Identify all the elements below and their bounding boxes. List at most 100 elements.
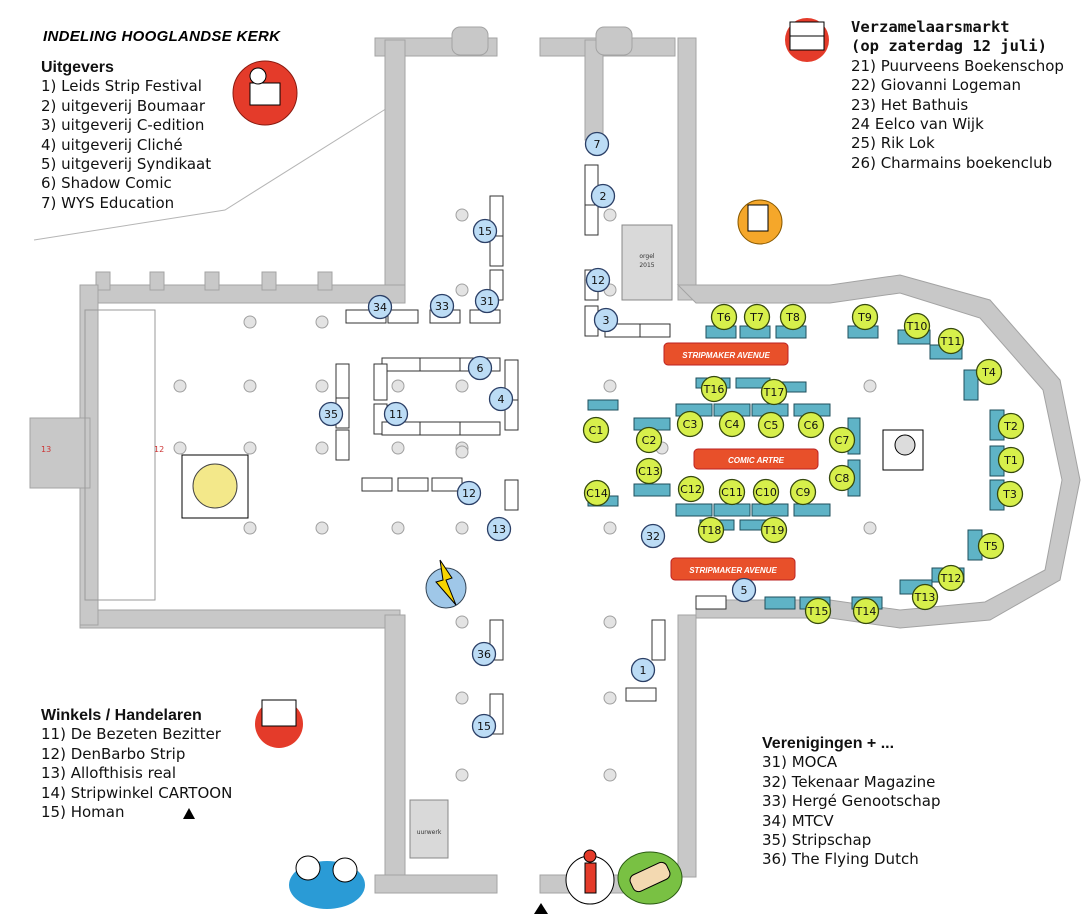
- kids-group-icon: [181, 454, 249, 519]
- legend-item: 32) Tekenaar Magazine: [762, 772, 936, 791]
- svg-text:36: 36: [477, 648, 491, 661]
- table-marker: T15: [804, 597, 832, 625]
- legend-item: 15) Homan: [41, 803, 125, 822]
- svg-text:orgel: orgel: [639, 253, 655, 260]
- table-marker: C12: [677, 475, 705, 503]
- svg-text:C3: C3: [683, 418, 698, 431]
- stand-marker: 32: [640, 523, 666, 549]
- svg-text:34: 34: [373, 301, 387, 314]
- table: [373, 363, 388, 401]
- table-marker: T14: [852, 597, 880, 625]
- table: [695, 595, 727, 610]
- svg-text:C7: C7: [835, 434, 850, 447]
- stand-marker: 34: [367, 294, 393, 320]
- column: [243, 441, 257, 455]
- svg-text:12: 12: [591, 274, 605, 287]
- svg-text:3: 3: [603, 314, 610, 327]
- legend-item: 24 Eelco van Wijk: [851, 115, 984, 134]
- organ-box: [621, 224, 673, 301]
- table-marker: T18: [697, 516, 725, 544]
- table: [504, 479, 519, 511]
- column: [243, 521, 257, 535]
- table: [713, 503, 751, 517]
- coffee-mascot-icon: [737, 199, 783, 245]
- table-marker: C3: [676, 410, 704, 438]
- stand-marker: 15: [471, 713, 497, 739]
- table-marker: T2: [997, 412, 1025, 440]
- table: [419, 357, 461, 372]
- svg-text:2015: 2015: [639, 262, 654, 269]
- stand-marker: 36: [471, 641, 497, 667]
- column: [315, 379, 329, 393]
- table: [335, 363, 350, 401]
- column: [243, 379, 257, 393]
- column: [173, 379, 187, 393]
- table-marker: T8: [779, 303, 807, 331]
- table-marker: T9: [851, 303, 879, 331]
- column: [243, 315, 257, 329]
- column: [603, 691, 617, 705]
- table: [751, 503, 789, 517]
- svg-text:C4: C4: [725, 418, 740, 431]
- column: [455, 615, 469, 629]
- column: [455, 521, 469, 535]
- svg-text:4: 4: [498, 393, 505, 406]
- column: [603, 379, 617, 393]
- table-marker: T19: [760, 516, 788, 544]
- column: [391, 521, 405, 535]
- table-marker: T13: [911, 583, 939, 611]
- books-icon: [785, 18, 829, 62]
- svg-text:33: 33: [435, 300, 449, 313]
- books-icon: [255, 699, 303, 748]
- legend-item: 3) uitgeverij C-edition: [41, 116, 205, 135]
- table-marker: T5: [977, 532, 1005, 560]
- svg-text:15: 15: [477, 720, 491, 733]
- column: [315, 441, 329, 455]
- svg-text:7: 7: [594, 138, 601, 151]
- table-marker: T4: [975, 358, 1003, 386]
- legend-item: 11) De Bezeten Bezitter: [41, 725, 221, 744]
- column: [863, 521, 877, 535]
- column: [391, 379, 405, 393]
- svg-text:T19: T19: [763, 524, 785, 537]
- legend-item: 33) Hergé Genootschap: [762, 792, 941, 811]
- svg-text:T12: T12: [940, 572, 962, 585]
- svg-text:STRIPMAKER AVENUE: STRIPMAKER AVENUE: [689, 566, 777, 575]
- svg-text:T3: T3: [1002, 488, 1017, 501]
- table: [633, 483, 671, 497]
- column: [603, 768, 617, 782]
- table-marker: T1: [997, 446, 1025, 474]
- table: [431, 477, 463, 492]
- stand-marker: 2: [590, 183, 616, 209]
- svg-text:6: 6: [477, 362, 484, 375]
- legend-item: 13) Allofthisis real: [41, 764, 177, 783]
- table: [651, 619, 666, 661]
- svg-text:C12: C12: [680, 483, 702, 496]
- svg-text:T1: T1: [1003, 454, 1018, 467]
- table: [675, 503, 713, 517]
- column: [603, 208, 617, 222]
- stand-marker: 33: [429, 293, 455, 319]
- column: [455, 691, 469, 705]
- svg-text:T13: T13: [914, 591, 936, 604]
- svg-text:uurwerk: uurwerk: [417, 829, 442, 836]
- stand-marker: 12: [585, 267, 611, 293]
- legend-item: 35) Stripschap: [762, 831, 872, 850]
- table-marker: T7: [743, 303, 771, 331]
- svg-text:T11: T11: [940, 335, 962, 348]
- table: [764, 596, 796, 610]
- column: [603, 521, 617, 535]
- svg-text:T4: T4: [981, 366, 996, 379]
- column: [455, 379, 469, 393]
- banner-bottom: [670, 557, 796, 581]
- table-marker: T17: [760, 378, 788, 406]
- legend-item: 23) Het Bathuis: [851, 95, 969, 114]
- svg-text:T7: T7: [749, 311, 764, 324]
- stand-marker: 5: [731, 577, 757, 603]
- mascots-icon: [289, 855, 365, 909]
- legend-item: 36) The Flying Dutch: [762, 850, 919, 869]
- svg-text:C13: C13: [638, 465, 660, 478]
- svg-text:15: 15: [478, 225, 492, 238]
- reader-mascot-icon: [232, 60, 298, 126]
